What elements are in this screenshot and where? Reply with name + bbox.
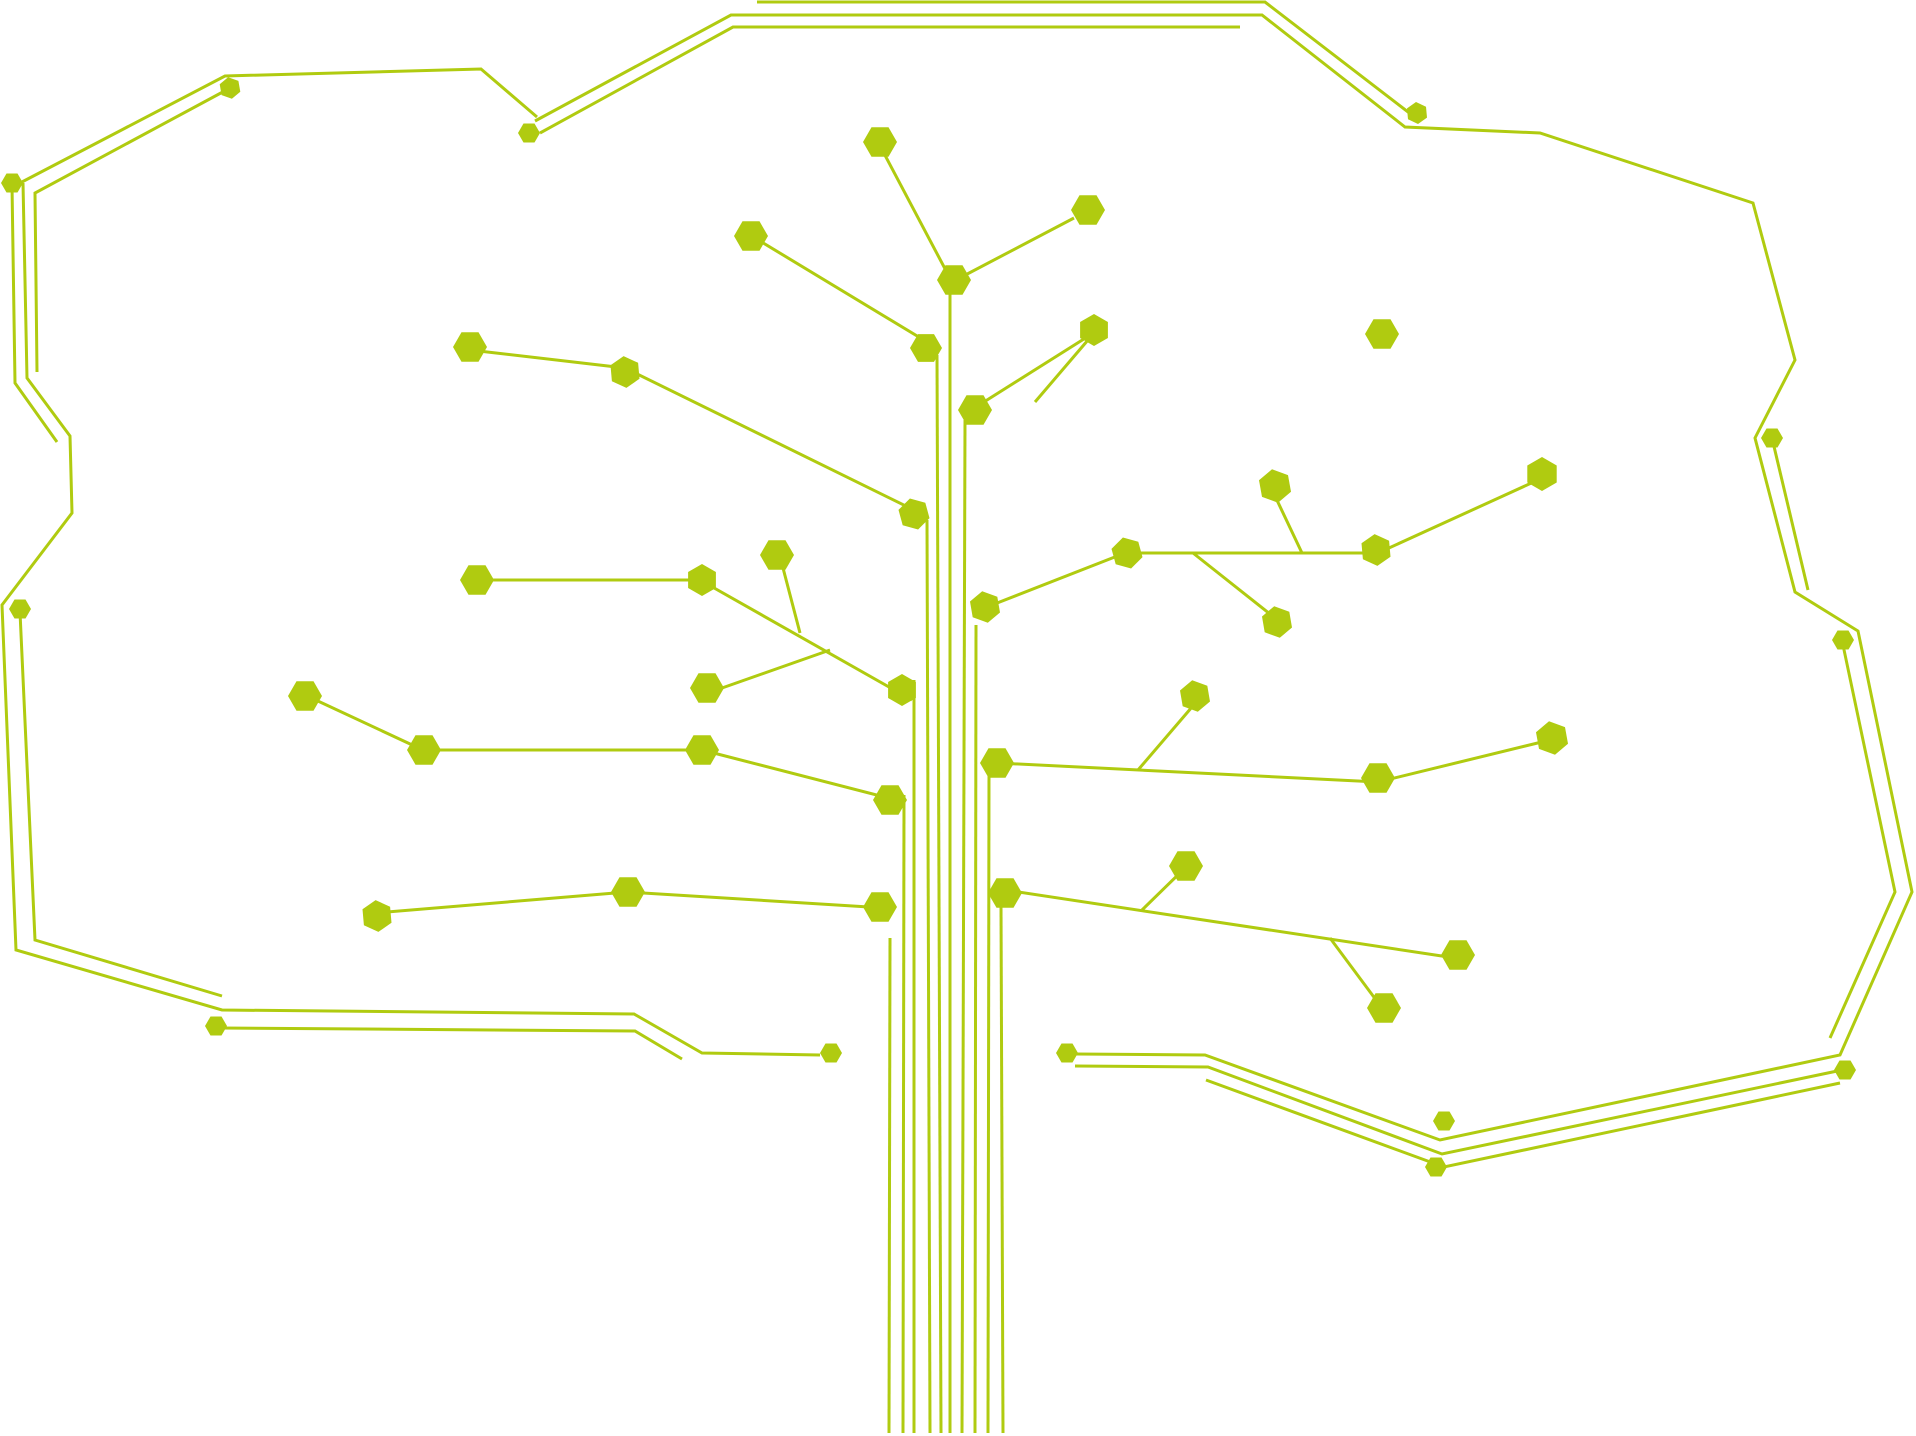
- branch-line-27: [1328, 937, 1384, 1009]
- node-hex-icon-37: [1367, 993, 1401, 1023]
- node-hex-icon-32: [611, 877, 645, 907]
- node-hex-icon-33: [863, 892, 897, 922]
- crown-trace-6: [1770, 437, 1810, 591]
- node-hex-icon-48: [1433, 1111, 1455, 1131]
- node-hex-icon-27: [980, 748, 1014, 778]
- node-hex-icon-9: [453, 332, 487, 362]
- node-hex-icon-45: [205, 1016, 227, 1036]
- trunk-line-8: [973, 624, 978, 1434]
- crown-trace-12: [10, 184, 59, 443]
- branch-line-23: [626, 890, 886, 910]
- node-hex-icon-35: [1169, 851, 1203, 881]
- trunk-line-10: [999, 904, 1005, 1434]
- node-hex-icon-23: [288, 681, 322, 711]
- trunk-line-4: [925, 519, 932, 1434]
- tree-trunk: [887, 290, 1005, 1434]
- crown-trace-3: [534, 13, 1914, 1142]
- trunk-line-1: [887, 937, 892, 1434]
- node-hex-icon-15: [690, 673, 724, 703]
- crown-trace-13: [219, 1026, 683, 1061]
- node-hex-icon-49: [1834, 1060, 1856, 1080]
- node-hex-icon-16: [888, 674, 916, 706]
- branch-line-4: [967, 330, 1096, 414]
- branch-line-6: [624, 366, 919, 514]
- branch-line-17: [997, 761, 1379, 784]
- branch-line-16: [1192, 551, 1276, 620]
- node-hex-icon-40: [518, 123, 540, 143]
- circuit-nodes: [1, 77, 1856, 1177]
- branch-line-20: [701, 748, 897, 802]
- node-hex-icon-18: [1111, 537, 1143, 569]
- branch-line-11: [721, 648, 831, 690]
- node-hex-icon-29: [1536, 721, 1568, 755]
- branch-line-8: [699, 578, 913, 702]
- crown-trace-2: [539, 25, 1240, 135]
- node-hex-icon-19: [1259, 469, 1291, 503]
- trunk-line-5: [935, 354, 943, 1434]
- node-hex-icon-4: [937, 265, 971, 295]
- node-hex-icon-3: [734, 221, 768, 251]
- node-hex-icon-7: [1365, 319, 1399, 349]
- crown-trace-4: [1074, 1064, 1843, 1156]
- branch-line-19: [1136, 706, 1194, 771]
- branch-line-5: [1033, 339, 1090, 403]
- branch-line-12: [991, 551, 1126, 607]
- branch-line-22: [304, 693, 424, 752]
- node-hex-icon-30: [1180, 680, 1210, 712]
- node-hex-icon-31: [362, 900, 392, 932]
- node-hex-icon-22: [1262, 606, 1292, 638]
- node-hex-icon-50: [1425, 1157, 1447, 1177]
- node-hex-icon-11: [898, 498, 930, 530]
- node-hex-icon-41: [1407, 102, 1427, 124]
- crown-trace-11: [18, 611, 223, 998]
- node-hex-icon-43: [1761, 428, 1783, 448]
- node-hex-icon-34: [988, 878, 1022, 908]
- node-hex-icon-5: [910, 334, 942, 362]
- crown-trace-7: [1828, 644, 1897, 1039]
- trunk-line-7: [960, 419, 967, 1434]
- node-hex-icon-44: [1832, 630, 1854, 650]
- node-hex-icon-8: [958, 395, 992, 425]
- trunk-line-2: [901, 794, 906, 1434]
- node-hex-icon-47: [1056, 1043, 1078, 1063]
- branch-line-25: [1004, 888, 1456, 960]
- branch-line-14: [1377, 478, 1539, 555]
- trunk-line-9: [986, 769, 991, 1434]
- node-hex-icon-2: [1071, 195, 1105, 225]
- node-hex-icon-39: [1, 173, 23, 193]
- crown-trace-1: [757, 0, 1413, 117]
- node-hex-icon-6: [1080, 314, 1108, 346]
- node-hex-icon-46: [820, 1043, 842, 1063]
- node-hex-icon-1: [863, 127, 897, 157]
- crown-trace-8: [19, 67, 538, 185]
- node-hex-icon-28: [1361, 763, 1395, 793]
- node-hex-icon-25: [685, 735, 719, 765]
- node-hex-icon-24: [407, 735, 441, 765]
- crown-outline: [0, 0, 1914, 1169]
- branch-line-2: [876, 141, 954, 283]
- node-hex-icon-26: [873, 785, 907, 815]
- tree-branches: [304, 141, 1551, 1009]
- node-hex-icon-21: [1361, 534, 1391, 566]
- node-hex-icon-12: [460, 565, 494, 595]
- node-hex-icon-36: [1441, 940, 1475, 970]
- node-hex-icon-42: [9, 599, 31, 619]
- node-hex-icon-14: [760, 540, 794, 570]
- node-hex-icon-13: [688, 564, 716, 596]
- node-hex-icon-10: [610, 356, 640, 388]
- crown-trace-10: [0, 182, 821, 1057]
- branch-line-3: [749, 233, 938, 350]
- branch-line-15: [1273, 495, 1304, 554]
- branch-line-18: [1377, 738, 1551, 784]
- branch-line-24: [374, 890, 628, 915]
- node-hex-icon-17: [970, 591, 1000, 623]
- crown-trace-9: [33, 85, 233, 373]
- branch-line-7: [469, 348, 626, 370]
- node-hex-icon-38: [219, 77, 241, 99]
- branch-line-1: [951, 216, 1075, 284]
- node-hex-icon-20: [1527, 457, 1557, 491]
